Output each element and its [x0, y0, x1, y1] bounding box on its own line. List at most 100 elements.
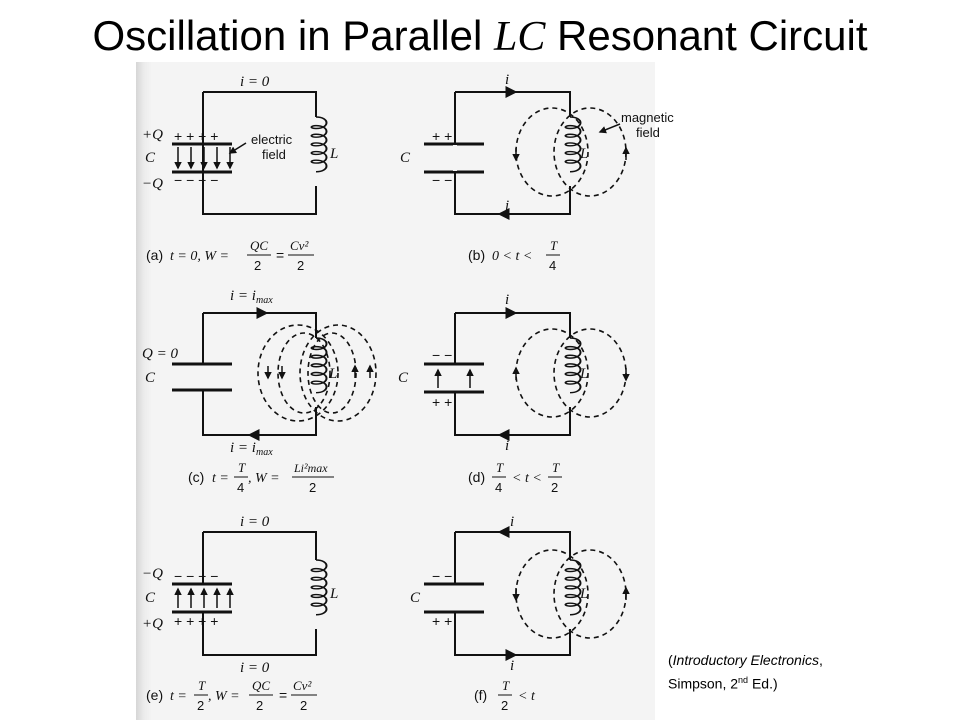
label-c-current-bottom: i = imax — [230, 440, 273, 458]
svg-text:t = 0, W =: t = 0, W = — [170, 249, 229, 264]
citation: (Introductory Electronics,Simpson, 2nd E… — [668, 652, 823, 692]
svg-text:T: T — [496, 460, 504, 475]
label-f-minus-charges: − − — [432, 568, 452, 584]
label-e-current-top: i = 0 — [240, 514, 270, 530]
label-c-charge: Q = 0 — [142, 346, 178, 362]
title-main: Oscillation in Parallel — [92, 12, 494, 59]
svg-text:Cv²: Cv² — [290, 238, 309, 253]
label-e-plus-q: +Q — [142, 616, 163, 632]
svg-text:T: T — [238, 460, 246, 475]
label-f-plus-charges: + + — [432, 613, 452, 629]
caption-f: (f) T 2 < t — [474, 678, 536, 713]
svg-text:4: 4 — [495, 480, 502, 495]
svg-text:2: 2 — [501, 698, 508, 713]
caption-a: (a) t = 0, W = QC 2 = Cv² 2 — [146, 238, 314, 273]
label-f-current-top: i — [510, 514, 514, 530]
label-d-capacitor: C — [398, 370, 409, 386]
svg-text:2: 2 — [197, 698, 204, 713]
svg-text:Li²max: Li²max — [293, 461, 328, 475]
label-f-capacitor: C — [410, 590, 421, 606]
circuit-d — [424, 307, 630, 441]
label-f-current-bottom: i — [510, 658, 514, 674]
circuit-e — [172, 531, 328, 656]
svg-text:2: 2 — [297, 258, 304, 273]
svg-text:2: 2 — [309, 480, 316, 495]
svg-text:(f): (f) — [474, 687, 487, 703]
svg-text:, W =: , W = — [208, 689, 240, 704]
scan-shadow-edge — [136, 62, 152, 720]
svg-text:(a): (a) — [146, 247, 163, 263]
caption-b: (b) 0 < t < T 4 — [468, 238, 560, 273]
svg-text:2: 2 — [551, 480, 558, 495]
label-c-inductor: L — [328, 366, 337, 382]
label-b-magnetic: magnetic — [621, 110, 674, 125]
svg-text:T: T — [552, 460, 560, 475]
label-a-current: i = 0 — [240, 74, 270, 90]
svg-text:, W =: , W = — [248, 471, 280, 486]
label-b-inductor: L — [579, 146, 588, 162]
label-b-current-bottom: i — [505, 198, 509, 214]
svg-text:(c): (c) — [188, 469, 204, 485]
label-b-capacitor: C — [400, 150, 411, 166]
svg-text:< t: < t — [518, 689, 536, 704]
label-c-current-top: i = imax — [230, 288, 273, 306]
citation-author: Simpson, 2 — [668, 675, 739, 692]
svg-text:2: 2 — [300, 698, 307, 713]
svg-text:Cv²: Cv² — [293, 678, 312, 693]
label-a-inductor: L — [329, 146, 338, 162]
label-e-inductor: L — [329, 586, 338, 602]
caption-c: (c) t = T 4 , W = Li²max 2 — [188, 460, 334, 495]
label-b-plus-charges: + + — [432, 128, 452, 144]
label-e-minus-q: −Q — [142, 566, 163, 582]
label-a-minus-q: −Q — [142, 176, 163, 192]
title-lc: LC — [494, 14, 546, 60]
svg-text:t =: t = — [212, 471, 229, 486]
circuit-a — [172, 91, 328, 215]
svg-text:4: 4 — [549, 258, 556, 273]
circuit-b — [424, 86, 630, 220]
svg-text:QC: QC — [250, 238, 268, 253]
circuit-f — [424, 526, 630, 661]
title-rest: Resonant Circuit — [545, 12, 868, 59]
svg-text:2: 2 — [254, 258, 261, 273]
svg-text:0 < t <: 0 < t < — [492, 249, 532, 264]
label-a-plus-q: +Q — [142, 127, 163, 143]
slide-title: Oscillation in Parallel LC Resonant Circ… — [0, 10, 960, 63]
label-d-inductor: L — [579, 366, 588, 382]
svg-text:T: T — [502, 678, 510, 693]
label-f-inductor: L — [579, 586, 588, 602]
svg-text:(d): (d) — [468, 469, 485, 485]
label-c-capacitor: C — [145, 370, 156, 386]
label-e-capacitor: C — [145, 590, 156, 606]
svg-text:T: T — [550, 238, 558, 253]
label-a-field: field — [262, 147, 286, 162]
svg-text:QC: QC — [252, 678, 270, 693]
label-a-capacitor: C — [145, 150, 156, 166]
svg-text:(e): (e) — [146, 687, 163, 703]
svg-text:=: = — [279, 687, 287, 703]
label-d-current-top: i — [505, 292, 509, 308]
label-e-plus-charges: + + + + — [174, 613, 218, 629]
caption-e: (e) t = T 2 , W = QC 2 = Cv² 2 — [146, 678, 317, 713]
svg-text:4: 4 — [237, 480, 244, 495]
label-a-minus-charges: − − − − — [174, 172, 218, 188]
label-d-plus-charges: + + — [432, 394, 452, 410]
label-d-current-bottom: i — [505, 438, 509, 454]
label-e-current-bottom: i = 0 — [240, 660, 270, 676]
caption-d: (d) T 4 < t < T 2 — [468, 460, 562, 495]
label-a-electric: electric — [251, 132, 293, 147]
svg-text:2: 2 — [256, 698, 263, 713]
label-e-minus-charges: − − − − — [174, 568, 218, 584]
label-a-plus-charges: + + + + — [174, 128, 218, 144]
citation-book: Introductory Electronics — [672, 652, 819, 668]
svg-text:t =: t = — [170, 689, 187, 704]
svg-text:T: T — [198, 678, 206, 693]
circuit-c — [172, 307, 377, 441]
label-b-minus-charges: − − — [432, 172, 452, 188]
svg-text:(b): (b) — [468, 247, 485, 263]
label-b-current-top: i — [505, 72, 509, 88]
label-d-minus-charges: − − — [432, 347, 452, 363]
label-b-field: field — [636, 125, 660, 140]
svg-text:< t <: < t < — [512, 471, 542, 486]
